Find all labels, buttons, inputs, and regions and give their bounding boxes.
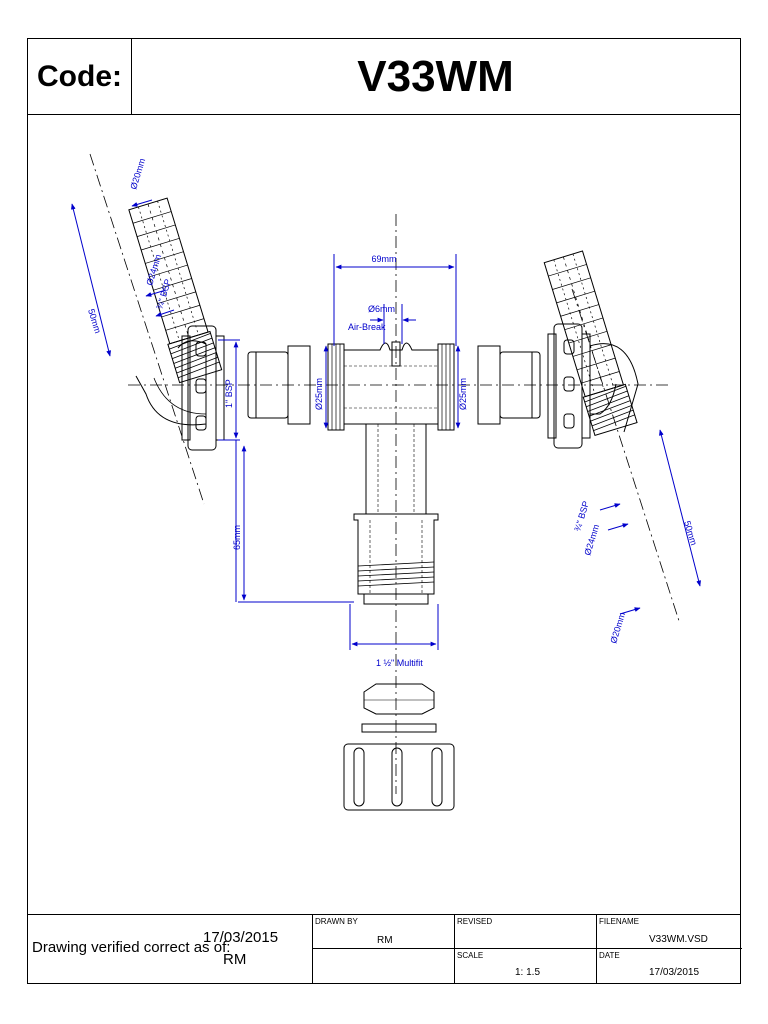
dim-height-65: 65mm (232, 525, 242, 550)
technical-drawing-area: 69mm Ø6mm Air-Break 1" BSP Ø25mm Ø25mm 6… (28, 114, 740, 916)
dim-dia24-right: Ø24mm (582, 523, 601, 557)
blank-cell (312, 949, 454, 983)
verified-date: 17/03/2015 (203, 929, 279, 946)
dim-width-69: 69mm (371, 254, 396, 264)
drawing-sheet: Code: V33WM (27, 38, 742, 984)
tee-body (327, 341, 455, 605)
dim-bsp-left: ¾" BSP (154, 278, 173, 311)
date-cell: DATE 17/03/2015 (596, 949, 742, 983)
centre-lines (89, 153, 681, 794)
verified-by: RM (223, 951, 247, 968)
left-nut (181, 325, 225, 451)
dim-len50-left: 50mm (86, 308, 103, 335)
code-label: Code: (28, 39, 132, 114)
dimension-lines (70, 199, 701, 650)
scale-value: 1: 1.5 (515, 967, 541, 978)
revised-label: REVISED (457, 917, 493, 926)
multifit-nut (343, 743, 455, 811)
scale-label: SCALE (457, 951, 484, 960)
dim-bsp-right: ¾" BSP (572, 500, 591, 533)
left-connector (247, 345, 311, 425)
left-hose (126, 197, 223, 384)
right-elbow (589, 343, 639, 433)
drawn-by-value: RM (377, 935, 393, 946)
dim-multifit: 1 ½" Multifit (376, 658, 423, 668)
olive-seal (363, 683, 435, 715)
product-code: V33WM (357, 51, 514, 101)
filename-cell: FILENAME V33WM.VSD (596, 915, 742, 949)
date-label: DATE (599, 951, 620, 960)
washer (361, 723, 437, 733)
scale-cell: SCALE 1: 1.5 (454, 949, 596, 983)
verified-label: Drawing verified correct as of: (32, 939, 231, 956)
dim-len50-right: 50mm (682, 520, 699, 547)
dim-dia25-right: Ø25mm (458, 378, 468, 410)
waste-fitting-drawing: 69mm Ø6mm Air-Break 1" BSP Ø25mm Ø25mm 6… (70, 153, 701, 811)
dim-airbreak: Air-Break (348, 322, 386, 332)
drawn-by-label: DRAWN BY (315, 917, 358, 926)
dim-dia25-left: Ø25mm (314, 378, 324, 410)
drawn-by-cell: DRAWN BY RM (312, 915, 454, 949)
filename-value: V33WM.VSD (649, 934, 708, 945)
dim-dia-6: Ø6mm (368, 304, 395, 314)
dim-dia20-left: Ø20mm (128, 157, 147, 191)
title-block-header: Code: V33WM (28, 39, 740, 115)
revised-cell: REVISED (454, 915, 596, 949)
filename-label: FILENAME (599, 917, 640, 926)
dim-bsp-1: 1" BSP (224, 379, 234, 408)
date-value: 17/03/2015 (649, 967, 700, 978)
right-connector (477, 345, 541, 425)
title-block-footer: Drawing verified correct as of: 17/03/20… (28, 914, 742, 983)
dim-dia20-right: Ø20mm (608, 611, 627, 645)
